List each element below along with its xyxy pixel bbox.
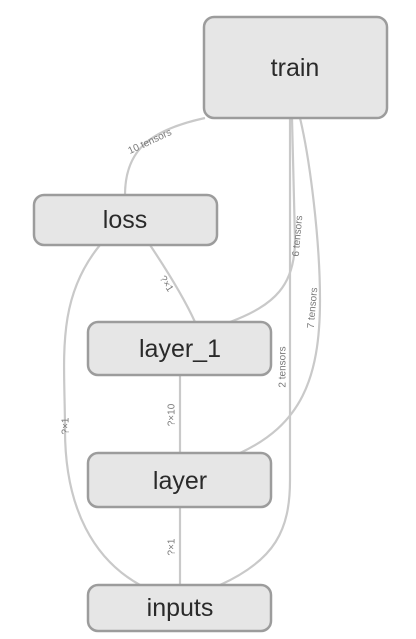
edge-label-inputs-loss: ?×1 [61,417,72,434]
edge-label-layer1-train: 6 tensors [291,215,306,257]
node-label-layer_1: layer_1 [139,335,221,363]
node-train[interactable]: train [202,15,389,120]
node-label-train: train [271,54,320,82]
edge-layer-train [239,117,322,454]
edge-label-layer-layer1: ?×10 [167,403,178,426]
node-layer_1[interactable]: layer_1 [86,320,273,377]
edge-layer1-loss [149,244,197,323]
node-label-loss: loss [103,206,147,234]
node-label-layer: layer [153,467,207,495]
edge-layer1-train [229,117,297,324]
edge-label-inputs-layer: ?×1 [167,538,178,555]
edge-label-inputs-train: 2 tensors [278,346,289,387]
node-loss[interactable]: loss [32,193,219,247]
node-inputs[interactable]: inputs [86,583,273,633]
edge-label-loss-train: 10 tensors [127,127,174,157]
edge-label-layer1-loss: ?×1 [157,274,176,295]
node-layer[interactable]: layer [86,451,273,509]
edge-label-layer-train: 7 tensors [306,287,321,329]
edge-inputs-train [219,118,292,587]
node-label-inputs: inputs [147,594,214,622]
edge-inputs-loss [62,244,141,586]
edge-loss-train [123,116,206,196]
